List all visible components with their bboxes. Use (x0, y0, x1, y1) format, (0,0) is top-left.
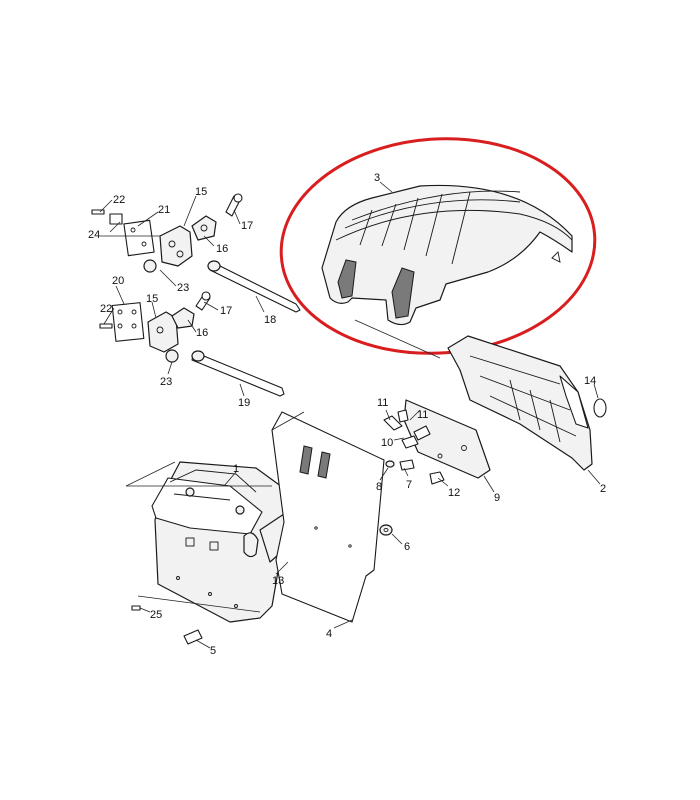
callout-16: 16 (196, 327, 208, 339)
callout-7: 7 (406, 479, 412, 491)
callout-20: 20 (112, 275, 124, 287)
callout-19: 19 (238, 397, 250, 409)
callout-16: 16 (216, 243, 228, 255)
guide-lines (100, 235, 305, 613)
callout-24: 24 (88, 229, 100, 241)
part-6-washer (379, 524, 393, 536)
upper-bracket-assembly (91, 193, 301, 313)
callout-14: 14 (584, 375, 596, 387)
callout-labels: 3 22 15 21 17 24 16 23 20 22 15 17 18 16… (88, 172, 606, 657)
lower-bracket-assembly (99, 291, 285, 397)
callout-15: 15 (195, 186, 207, 198)
callout-12: 12 (448, 487, 460, 499)
callout-6: 6 (404, 541, 410, 553)
fasteners (131, 409, 445, 645)
part-3-fender-cover (321, 184, 573, 326)
highlight-ellipse (279, 137, 597, 355)
callout-11: 11 (417, 409, 428, 421)
callout-15: 15 (146, 293, 158, 305)
callout-17: 17 (220, 305, 232, 317)
part-1-mounting-bracket (151, 461, 301, 623)
part-4-mudflap (271, 411, 385, 623)
callout-8: 8 (376, 481, 382, 493)
part-2-fender-bracket (447, 335, 593, 471)
callout-22: 22 (100, 303, 112, 315)
callout-9: 9 (494, 492, 500, 504)
callout-1: 1 (233, 463, 239, 475)
callout-23: 23 (160, 376, 172, 388)
callout-22: 22 (113, 194, 125, 206)
callout-17: 17 (241, 220, 253, 232)
callout-13: 13 (272, 575, 284, 587)
callout-21: 21 (158, 204, 170, 216)
callout-18: 18 (264, 314, 276, 326)
leader-lines (99, 181, 601, 649)
callout-4: 4 (326, 628, 332, 640)
callout-23: 23 (177, 282, 189, 294)
callout-2: 2 (600, 483, 606, 495)
callout-10: 10 (381, 437, 393, 449)
guide-line (354, 319, 441, 359)
callout-5: 5 (210, 645, 216, 657)
callout-25: 25 (150, 609, 162, 621)
callout-3: 3 (374, 172, 380, 184)
part-14-end-cap (593, 398, 607, 418)
callout-11: 11 (377, 397, 388, 409)
